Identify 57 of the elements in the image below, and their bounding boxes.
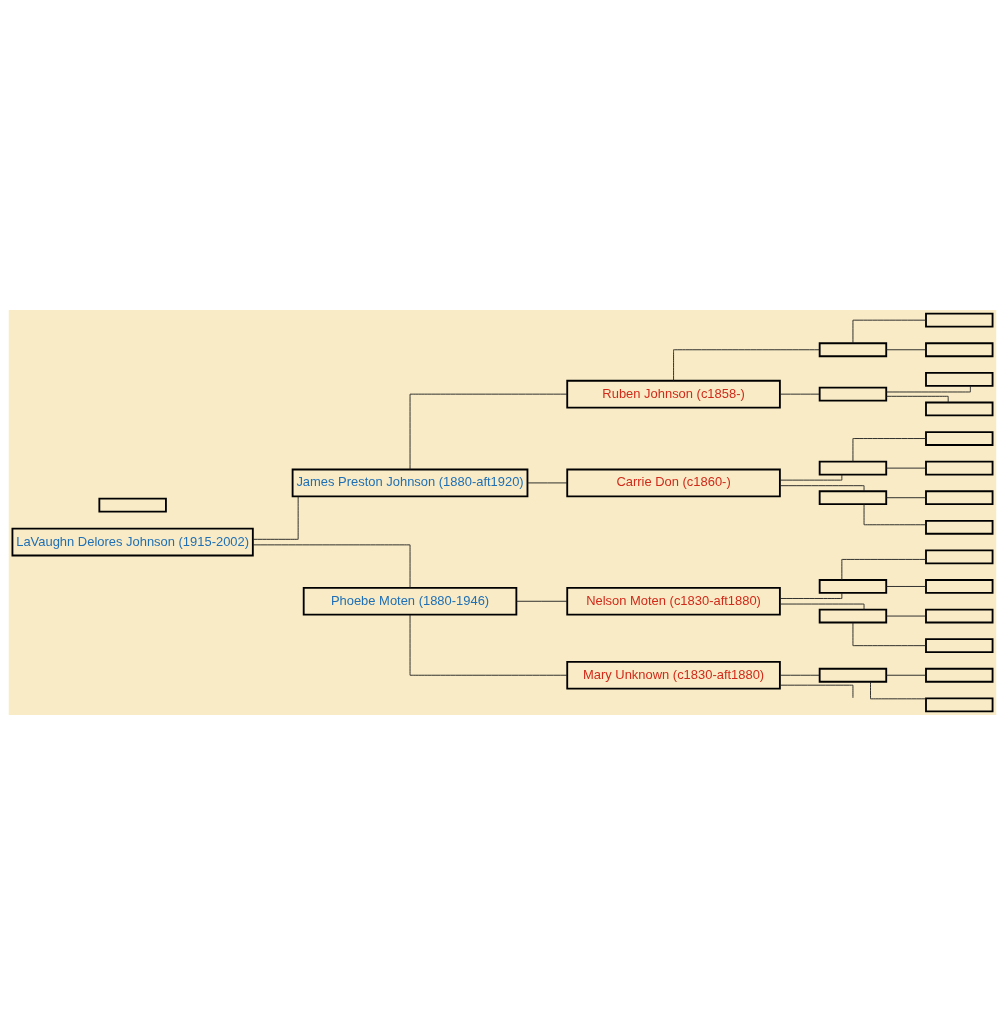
connector xyxy=(885,674,927,676)
node-box: James Preston Johnson (1880-aft1920) xyxy=(291,468,529,497)
connector xyxy=(779,484,865,492)
node-box xyxy=(925,667,994,683)
connector xyxy=(885,615,927,616)
connector xyxy=(841,558,927,580)
node-box xyxy=(818,386,888,402)
connector xyxy=(870,680,927,699)
node-box xyxy=(925,608,994,623)
node-box xyxy=(925,578,994,594)
node-box xyxy=(925,401,994,416)
node-box xyxy=(925,549,994,564)
connector xyxy=(516,600,568,602)
node-box xyxy=(98,497,167,512)
node-box xyxy=(925,312,994,328)
connector xyxy=(779,592,843,599)
connector xyxy=(885,395,949,403)
node-box: LaVaughn Delores Johnson (1915-2002) xyxy=(11,527,254,556)
connector xyxy=(779,603,865,610)
connector xyxy=(252,543,411,588)
connector xyxy=(673,348,821,381)
connector xyxy=(779,684,854,698)
node-box xyxy=(925,696,994,712)
node-box xyxy=(818,460,888,475)
connector xyxy=(252,495,299,540)
node-box xyxy=(818,608,888,623)
connector xyxy=(852,437,927,462)
node-box: Ruben Johnson (c1858-) xyxy=(566,379,781,408)
node-box xyxy=(818,578,888,594)
connector xyxy=(885,348,927,350)
node-box xyxy=(818,341,888,357)
connector xyxy=(885,467,927,469)
connector xyxy=(863,503,927,525)
connector xyxy=(885,585,927,587)
connector xyxy=(885,385,971,392)
node-box xyxy=(925,460,994,475)
connector xyxy=(779,674,820,676)
node-box xyxy=(925,519,994,535)
connector xyxy=(779,393,820,395)
node-box: Nelson Moten (c1830-aft1880) xyxy=(566,586,781,616)
node-box xyxy=(925,371,994,387)
node-box xyxy=(925,430,994,446)
node-box xyxy=(818,489,888,505)
node-box xyxy=(925,341,994,357)
connector xyxy=(779,473,843,481)
connector xyxy=(852,319,927,344)
connector xyxy=(409,393,568,470)
node-box: Carrie Don (c1860-) xyxy=(566,468,781,497)
node-box xyxy=(925,489,994,505)
connector xyxy=(527,481,568,483)
connector xyxy=(885,496,927,498)
connector xyxy=(852,621,927,646)
node-box xyxy=(818,667,888,683)
node-box: Phoebe Moten (1880-1946) xyxy=(302,586,518,616)
node-box xyxy=(925,637,994,653)
node-box: Mary Unknown (c1830-aft1880) xyxy=(566,660,781,690)
connector xyxy=(409,613,568,676)
